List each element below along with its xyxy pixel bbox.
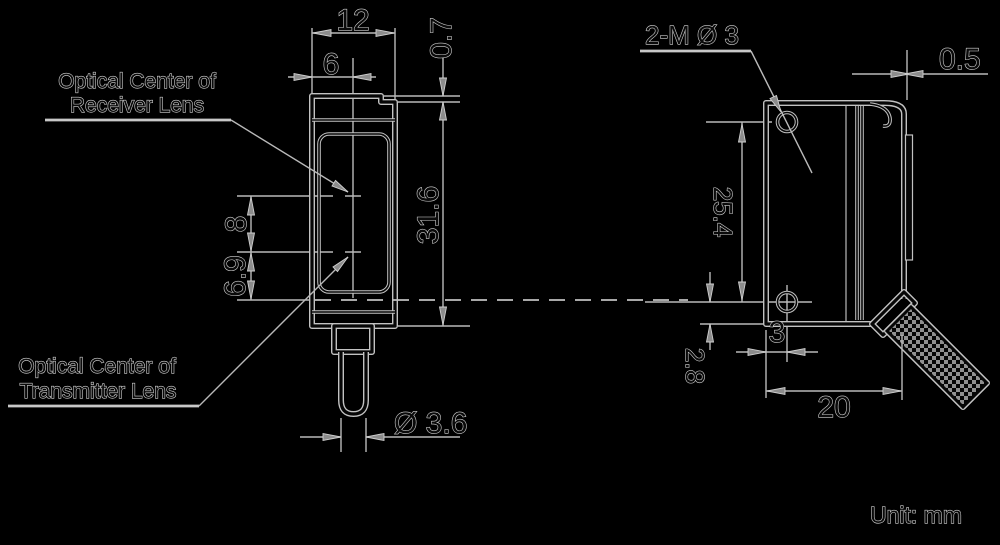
side-top-hook [868, 102, 892, 128]
arrowhead [352, 72, 372, 82]
arrowhead [365, 432, 385, 442]
arrowheads [246, 28, 924, 442]
transmitter-label-line2: Transmitter Lens [20, 380, 177, 403]
arrowhead [331, 179, 349, 193]
receiver-label-line1: Optical Center of [58, 70, 216, 93]
cable-stem [341, 352, 366, 414]
arrowhead [375, 28, 395, 38]
lens-window-outline [318, 133, 390, 293]
side-inner-edge-lines [856, 105, 863, 321]
arrowhead [438, 101, 448, 121]
arrowhead [312, 28, 332, 38]
arrowhead [786, 347, 806, 357]
arrowhead [904, 69, 924, 79]
dim-body-width: 12 [336, 4, 369, 37]
front-view-dim-lines [237, 28, 470, 452]
arrowhead [737, 123, 747, 143]
label-underlines [8, 49, 751, 408]
cable-gland-boot [334, 326, 372, 352]
arrowhead [293, 72, 313, 82]
arrowhead [737, 281, 747, 301]
dim-hole-spacing: 25.4 [708, 187, 738, 238]
arrowhead [766, 386, 786, 396]
leader-lines [8, 49, 813, 408]
dim-body-depth: 20 [817, 391, 850, 424]
arrowhead [890, 69, 910, 79]
dim-edge-to-center: 6 [323, 48, 340, 81]
mounting-holes [776, 111, 798, 313]
arrowhead [332, 256, 349, 273]
arrowhead [246, 252, 256, 272]
unit-note: Unit: mm [870, 502, 962, 528]
dim-front-to-hole: 3 [769, 316, 786, 349]
arrowhead [438, 77, 448, 97]
receiver-label-line2: Receiver Lens [70, 94, 204, 117]
arrowhead [246, 280, 256, 300]
side-view [766, 103, 987, 407]
arrowhead [747, 347, 767, 357]
dim-body-height: 31.6 [412, 186, 445, 244]
dim-cable-diameter: Ø 3.6 [394, 407, 467, 440]
dim-lens-spacing: 8 [220, 216, 253, 233]
mounting-holes-label: 2-M Ø 3 [645, 20, 739, 50]
transmitter-label-line1: Optical Center of [18, 355, 176, 378]
cable-gland-boot [332, 324, 374, 354]
arrowhead [705, 323, 715, 343]
arrowhead [882, 386, 902, 396]
arrowhead [322, 432, 342, 442]
cable-stem [339, 350, 368, 416]
dim-axis-to-bottom: 2.8 [680, 348, 710, 384]
leader-strokes [198, 50, 813, 407]
arrowhead [246, 232, 256, 252]
dim-transmitter-to-axis: 6.9 [219, 255, 252, 297]
dim-lens-step: 0.7 [425, 17, 458, 59]
mounting-holes [775, 110, 799, 314]
arrowhead [438, 306, 448, 326]
arrowhead [705, 283, 715, 303]
arrowhead [246, 196, 256, 216]
lens-window-outline [317, 132, 391, 294]
extension-and-dimension-lines [237, 28, 988, 452]
back-plate-strip [904, 134, 914, 261]
arrowhead [769, 94, 782, 113]
dim-back-plate-offset: 0.5 [939, 43, 981, 76]
dimension-text: 12 6 0.7 31.6 8 6.9 Ø 3.6 Optical Center… [18, 3, 982, 528]
